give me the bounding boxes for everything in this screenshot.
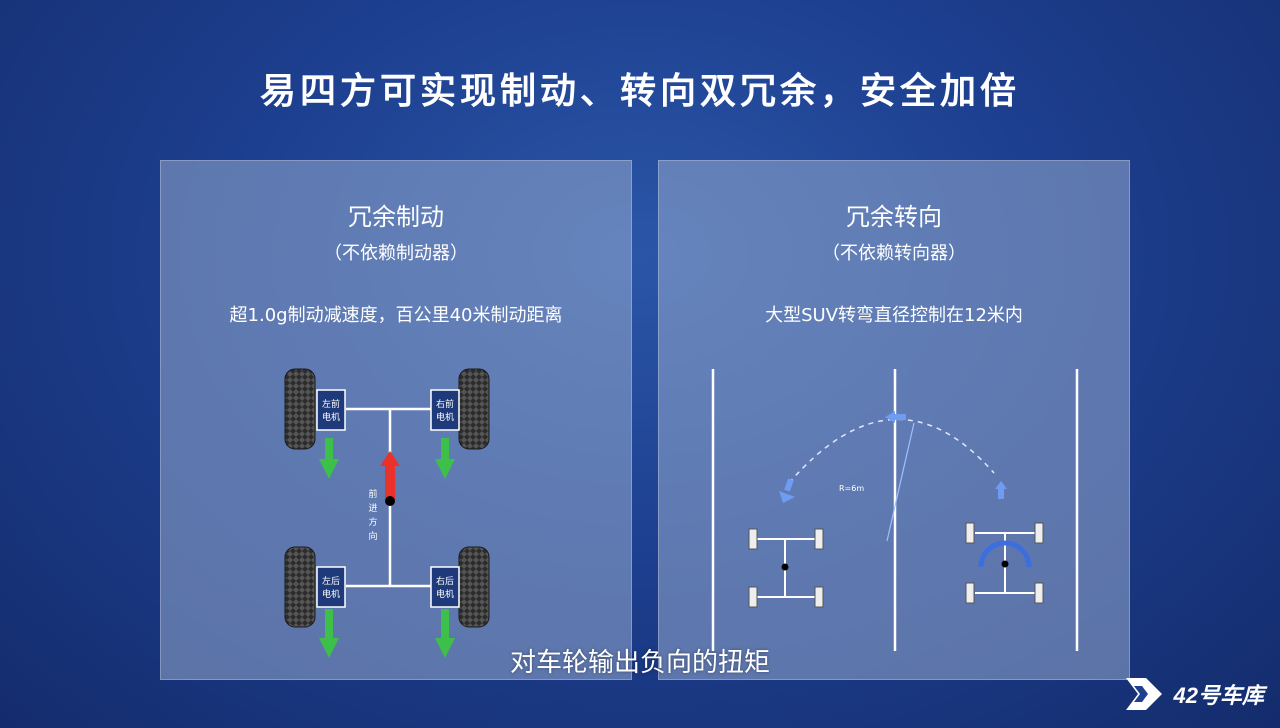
rear-right-tire — [458, 546, 490, 628]
page-title: 易四方可实现制动、转向双冗余，安全加倍 — [259, 71, 1020, 112]
radius-label: R=6m — [839, 484, 864, 493]
panel-subtitle-steering: （不依赖转向器） — [822, 243, 966, 264]
turning-arc — [788, 418, 995, 484]
panel-subtitle-braking: （不依赖制动器） — [324, 243, 468, 264]
panel-title-braking: 冗余制动 — [348, 203, 444, 231]
front-left-tire — [284, 368, 316, 450]
rear-right-brake-arrow — [435, 609, 455, 658]
front-right-brake-arrow — [435, 438, 455, 479]
panel-title-steering: 冗余转向 — [846, 203, 942, 231]
rear-right-motor-label-2: 电机 — [436, 588, 454, 600]
front-left-motor — [316, 389, 346, 431]
front-right-motor-label-2: 电机 — [436, 411, 454, 423]
front-left-brake-arrow — [319, 438, 339, 479]
video-caption: 对车轮输出负向的扭矩 — [509, 648, 770, 678]
rear-left-motor-label-2: 电机 — [322, 588, 340, 600]
rear-left-tire — [284, 546, 316, 628]
rotation-arc — [978, 540, 1032, 568]
front-right-motor-label-1: 右前 — [436, 398, 454, 410]
steering-turn-diagram: R=6m — [711, 369, 1079, 651]
redundant-braking-panel: 冗余制动 （不依赖制动器） 超1.0g制动减速度，百公里40米制动距离 左前 电… — [160, 160, 632, 680]
rear-right-motor — [430, 566, 460, 608]
watermark-text: 42号车库 — [1173, 683, 1264, 708]
front-left-motor-label-1: 左前 — [322, 398, 340, 410]
right-car-chassis — [965, 522, 1044, 604]
direction-label-3: 方 — [368, 516, 377, 528]
arc-left-arrow — [779, 478, 795, 503]
rear-left-motor — [316, 566, 346, 608]
panel-description-braking: 超1.0g制动减速度，百公里40米制动距离 — [229, 305, 563, 326]
redundant-steering-panel: 冗余转向 （不依赖转向器） 大型SUV转弯直径控制在12米内 R=6m — [658, 160, 1130, 680]
panel-description-steering: 大型SUV转弯直径控制在12米内 — [765, 305, 1023, 326]
braking-chassis-diagram: 左前 电机 右前 电机 左后 电机 右后 电机 前 进 方 向 — [284, 368, 490, 658]
rear-right-motor-label-1: 右后 — [436, 575, 454, 587]
front-left-motor-label-2: 电机 — [322, 411, 340, 423]
direction-label-1: 前 — [368, 488, 377, 500]
direction-label-4: 向 — [368, 530, 377, 542]
direction-label-2: 进 — [368, 503, 377, 514]
watermark: 42号车库 — [1122, 674, 1264, 714]
left-car-chassis — [748, 528, 824, 608]
channel-logo-icon — [1125, 678, 1162, 710]
center-of-mass-dot — [385, 496, 395, 506]
forward-direction-arrow — [380, 451, 400, 499]
rear-left-brake-arrow — [319, 609, 339, 658]
arc-top-arrow — [885, 411, 906, 423]
front-right-motor — [430, 389, 460, 431]
front-right-tire — [458, 368, 490, 450]
arc-right-arrow — [995, 481, 1007, 499]
radius-line — [886, 422, 915, 542]
rear-left-motor-label-1: 左后 — [322, 575, 340, 587]
